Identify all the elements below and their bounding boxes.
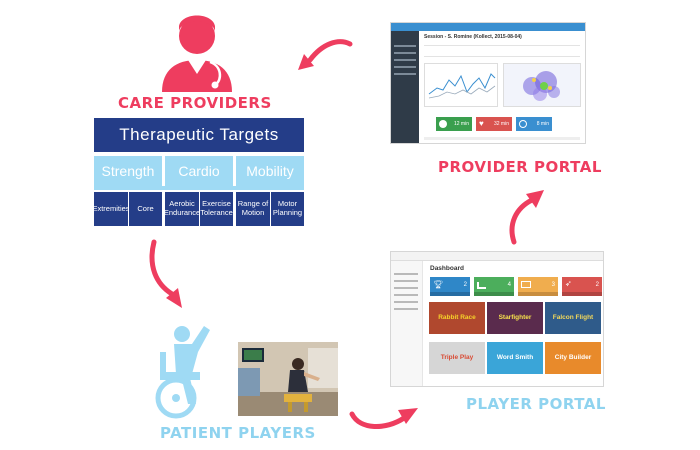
arrow-provider-to-care [298, 39, 353, 70]
target-cardio: Cardio [165, 156, 233, 186]
target-extremities: Extremities [92, 192, 130, 226]
target-motor-planning: Motor Planning [271, 192, 304, 226]
envelope-icon [521, 281, 531, 288]
provider-portal-label: PROVIDER PORTAL [438, 158, 602, 176]
target-strength: Strength [94, 156, 162, 186]
arrow-patient-to-player [349, 408, 418, 430]
dashboard-title: Dashboard [430, 265, 464, 272]
patient-wheelchair-icon [155, 326, 210, 419]
rocket-card: ➶ 2 [562, 277, 602, 292]
heatmap-thumbnail [503, 63, 581, 107]
care-provider-icon [162, 15, 232, 92]
game-tile-falcon-flight[interactable]: Falcon Flight [545, 302, 601, 334]
trophy-card: 🏆︎ 2 [430, 277, 470, 292]
care-providers-label: CARE PROVIDERS [118, 94, 272, 112]
envelope-card: 3 [518, 277, 558, 292]
target-core: Core [129, 192, 162, 226]
bar-chart-icon [477, 282, 486, 289]
patient-players-label: PATIENT PLAYERS [160, 424, 316, 442]
target-mobility: Mobility [236, 156, 304, 186]
player-portal-label: PLAYER PORTAL [466, 395, 606, 413]
rocket-icon: ➶ [565, 279, 572, 288]
bar-chart-card: 4 [474, 277, 514, 292]
stat-tile-activity: 12 min [436, 117, 472, 131]
player-portal-screenshot: Dashboard 🏆︎ 2 4 3 ➶ 2 Rabbit Race Starf… [390, 251, 604, 387]
target-aerobic-endurance: Aerobic Endurance [164, 192, 200, 226]
target-exercise-tolerance: Exercise Tolerance [200, 192, 233, 226]
game-tile-rabbit-race[interactable]: Rabbit Race [429, 302, 485, 334]
target-range-of-motion: Range of Motion [236, 192, 270, 226]
game-tile-city-builder[interactable]: City Builder [545, 342, 601, 374]
session-title: Session - S. Romine (Kollect, 2015-08-04… [424, 34, 522, 40]
line-chart-thumbnail [424, 63, 498, 107]
stat-tile-time: 8 min [516, 117, 552, 131]
game-tile-triple-play[interactable]: Triple Play [429, 342, 485, 374]
arrow-player-to-provider [509, 190, 544, 245]
game-tile-starfighter[interactable]: Starfighter [487, 302, 543, 334]
provider-portal-screenshot: Session - S. Romine (Kollect, 2015-08-04… [390, 22, 586, 144]
game-tile-word-smith[interactable]: Word Smith [487, 342, 543, 374]
stat-tile-heart: ♥ 32 min [476, 117, 512, 131]
patient-playing-photo [238, 342, 338, 416]
arrow-care-to-patient [149, 239, 182, 308]
trophy-icon: 🏆︎ [433, 280, 444, 289]
therapeutic-targets-title: Therapeutic Targets [94, 118, 304, 152]
